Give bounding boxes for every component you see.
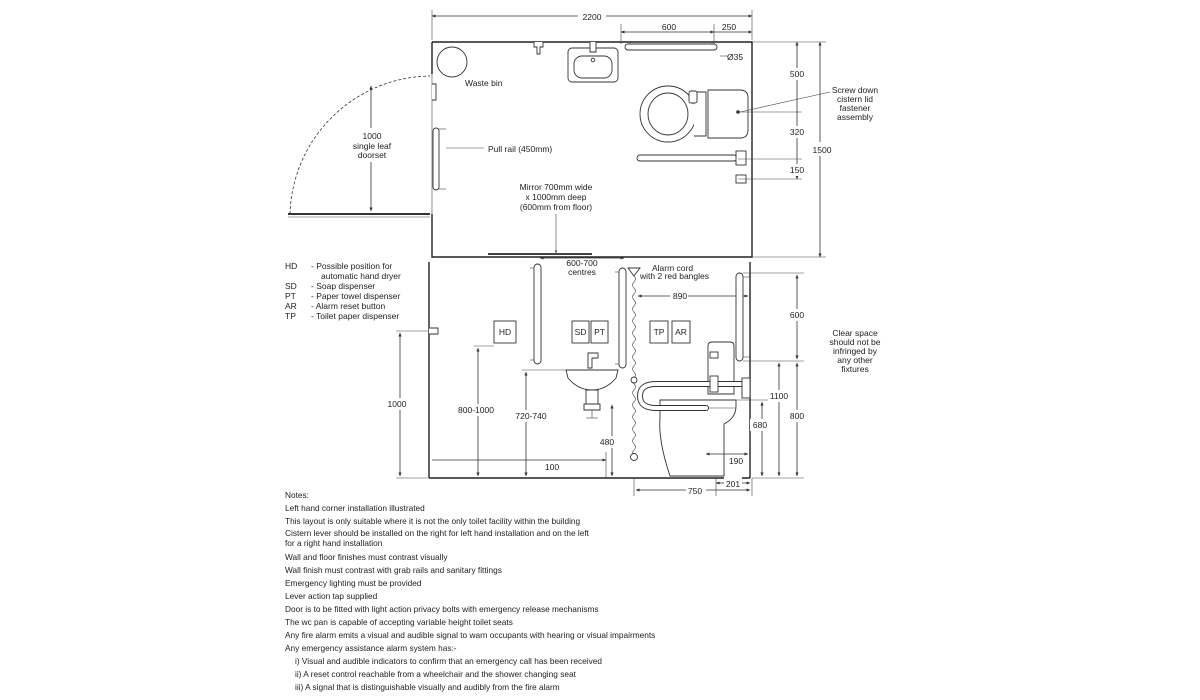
back-wall-grab-rail — [624, 43, 718, 51]
right-wall-grab-rail — [735, 272, 744, 362]
note-subitem: iii) A signal that is distinguishable vi… — [295, 682, 560, 692]
hand-dryer-box — [493, 320, 517, 344]
paper-towel-box — [590, 320, 609, 344]
note-item: Door is to be fitted with light action p… — [285, 604, 599, 614]
wc-elevation — [659, 399, 737, 477]
box-sd: SD — [575, 327, 587, 337]
waste-bin-label: Waste bin — [465, 78, 503, 88]
note-item: The wc pan is capable of accepting varia… — [285, 617, 513, 627]
mirror-label-1: Mirror 700mm wide — [520, 182, 593, 192]
legend-item: SD- Soap dispenser — [285, 281, 376, 291]
door-swing-arc — [289, 75, 431, 215]
alarm-bangle-lower — [630, 453, 638, 461]
toilet-paper-box — [649, 320, 669, 344]
note-item: Wall and floor finishes must contrast vi… — [285, 552, 448, 562]
dim-800-1000: 800-1000 — [458, 405, 494, 415]
clear-space-2: should not be — [829, 337, 880, 347]
dim-800-elev: 800 — [790, 411, 804, 421]
cistern-label-4: assembly — [837, 112, 874, 122]
pull-rail — [432, 127, 440, 191]
centres-label-2: centres — [568, 267, 596, 277]
soap-dispenser-box — [571, 320, 590, 344]
box-hd: HD — [499, 327, 511, 337]
legend-item: automatic hand dryer — [321, 271, 401, 281]
cistern — [707, 89, 749, 139]
dim-890: 890 — [673, 291, 687, 301]
alarm-cord — [632, 275, 636, 457]
dim-750: 750 — [688, 486, 702, 496]
notes-title: Notes: — [285, 490, 309, 500]
door-label-3: doorset — [358, 150, 387, 160]
dim-480: 480 — [600, 437, 614, 447]
legend-item: TP- Toilet paper dispenser — [285, 311, 400, 321]
dim-1100: 1100 — [770, 391, 789, 401]
note-item: Cistern lever should be installed on the… — [285, 528, 589, 548]
note-item: This layout is only suitable where it is… — [285, 516, 581, 526]
drop-down-rail-plan — [636, 154, 738, 162]
clear-space-3: infringed by — [833, 346, 878, 356]
legend: HD- Possible position for automatic hand… — [285, 261, 401, 321]
mirror-label-3: (600mm from floor) — [520, 202, 592, 212]
box-tp: TP — [654, 327, 665, 337]
dim-rail-600: 600 — [662, 22, 676, 32]
wc-side-grab-rail — [618, 267, 627, 369]
notes: Notes: Left hand corner installation ill… — [285, 489, 805, 694]
dim-600-elev: 600 — [790, 310, 804, 320]
note-item: Any emergency assistance alarm system ha… — [285, 643, 457, 653]
dim-201: 201 — [726, 479, 740, 489]
dim-door-handle-1000: 1000 — [388, 399, 407, 409]
note-item: Wall finish must contrast with grab rail… — [285, 565, 502, 575]
note-item: Any fire alarm emits a visual and audibl… — [285, 630, 656, 640]
clear-space-4: any other — [837, 355, 873, 365]
note-item: Left hand corner installation illustrate… — [285, 503, 425, 513]
dim-100: 100 — [545, 462, 559, 472]
cistern-label-3: fastener — [840, 103, 871, 113]
waste-bin — [436, 46, 468, 78]
dim-720-740: 720-740 — [515, 411, 546, 421]
dim-width-2200: 2200 — [583, 12, 602, 22]
centres-label-1: 600-700 — [566, 258, 597, 268]
basin-grab-rail — [533, 263, 542, 365]
dim-500: 500 — [790, 69, 804, 79]
clear-space-1: Clear space — [832, 328, 878, 338]
mirror-label-2: x 1000mm deep — [526, 192, 587, 202]
cistern-label-1: Screw down — [832, 85, 879, 95]
note-subitem: i) Visual and audible indicators to conf… — [295, 656, 603, 666]
elevation-view: 1000 HD 800-1000 600-700 centres SD PT 7… — [384, 256, 881, 496]
dim-680: 680 — [753, 420, 767, 430]
alarm-reset-box — [671, 320, 691, 344]
legend-item: HD- Possible position for — [285, 261, 393, 271]
alarm-label-1: Alarm cord — [652, 263, 693, 273]
clear-space-5: fixtures — [841, 364, 868, 374]
dim-depth-1500: 1500 — [813, 145, 832, 155]
dim-dia-35: Ø35 — [727, 52, 743, 62]
dim-190: 190 — [729, 456, 743, 466]
note-item: Emergency lighting must be provided — [285, 578, 422, 588]
dim-250: 250 — [722, 22, 736, 32]
door-label-2: single leaf — [353, 141, 392, 151]
door-label-1: 1000 — [363, 131, 382, 141]
alarm-label-2: with 2 red bangles — [639, 271, 709, 281]
note-subitem: ii) A reset control reachable from a whe… — [295, 669, 576, 679]
basin-elevation — [565, 369, 619, 391]
dim-150: 150 — [790, 165, 804, 175]
box-pt: PT — [594, 327, 605, 337]
plan-view: 1000 single leaf doorset Pull rail (450m… — [288, 10, 879, 258]
dim-320: 320 — [790, 127, 804, 137]
note-item: Lever action tap supplied — [285, 591, 378, 601]
legend-item: PT- Paper towel dispenser — [285, 291, 401, 301]
box-ar: AR — [675, 327, 687, 337]
alarm-bangle-upper — [630, 376, 638, 384]
pull-rail-label: Pull rail (450mm) — [488, 144, 552, 154]
cistern-label-2: cistern lid — [837, 94, 873, 104]
legend-item: AR- Alarm reset button — [285, 301, 386, 311]
